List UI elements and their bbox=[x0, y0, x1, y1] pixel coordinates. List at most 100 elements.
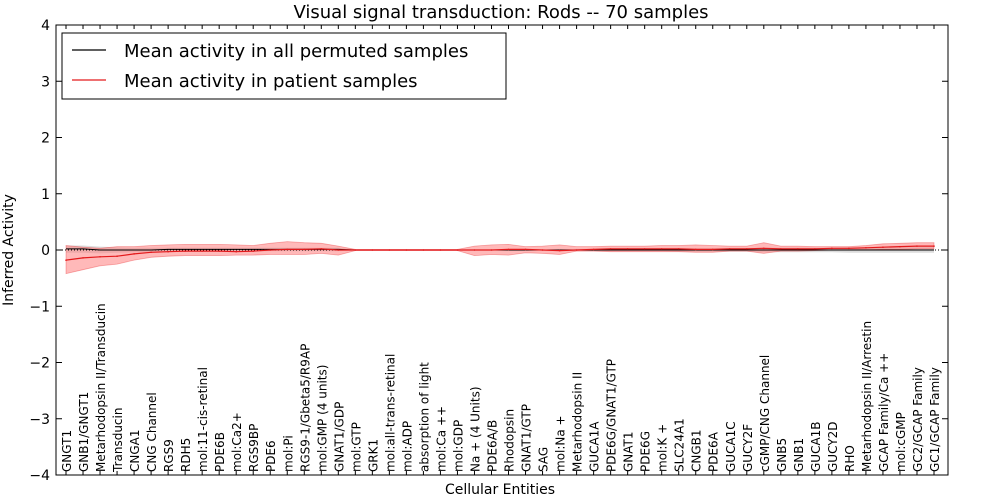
patient-data-point bbox=[916, 245, 918, 247]
patient-data-point bbox=[882, 246, 884, 248]
patient-data-point bbox=[558, 249, 561, 252]
y-tick-label: 2 bbox=[41, 131, 50, 147]
patient-data-point bbox=[320, 248, 323, 250]
patient-data-point bbox=[269, 249, 272, 251]
patient-data-point bbox=[439, 249, 442, 251]
y-tick-label: 1 bbox=[41, 187, 50, 203]
patient-data-point bbox=[252, 250, 255, 252]
x-category-label: PDE6A/B bbox=[486, 420, 500, 472]
patient-data-point bbox=[150, 251, 152, 254]
patient-data-point bbox=[711, 248, 714, 251]
patient-data-point bbox=[286, 248, 289, 251]
patient-data-point bbox=[780, 248, 782, 250]
plot-frame bbox=[55, 24, 949, 476]
x-category-label: GNAT1 bbox=[622, 431, 636, 472]
patient-data-point bbox=[677, 248, 680, 250]
x-category-label: CNGB1 bbox=[690, 429, 704, 472]
x-category-label: PDE6B bbox=[213, 432, 227, 472]
x-category-label: Transducin bbox=[111, 408, 125, 473]
patient-data-point bbox=[303, 248, 306, 251]
patient-data-point bbox=[456, 249, 459, 251]
x-category-label: cGMP/CNG Channel bbox=[758, 355, 772, 472]
patient-data-point bbox=[660, 248, 663, 250]
x-category-label: Na + (4 Units) bbox=[469, 386, 483, 472]
x-category-label: GUCA1A bbox=[588, 421, 602, 472]
x-category-label: GNAT1/GTP bbox=[520, 404, 534, 472]
x-category-label: Metarhodopsin II bbox=[571, 372, 585, 472]
x-category-label: RGS9BP bbox=[247, 424, 261, 472]
patient-data-point bbox=[728, 248, 731, 250]
patient-data-point bbox=[797, 248, 799, 250]
x-category-label: Rhodopsin bbox=[503, 409, 517, 472]
y-axis-label: Inferred Activity bbox=[1, 194, 17, 306]
patient-data-point bbox=[865, 246, 867, 249]
x-category-label: GNAT1/GDP bbox=[332, 402, 346, 472]
patient-data-point bbox=[848, 247, 850, 250]
patient-data-point bbox=[541, 249, 544, 251]
patient-data-point bbox=[490, 249, 493, 251]
x-category-label: mol:Na + bbox=[554, 415, 568, 472]
legend-label-patient: Mean activity in patient samples bbox=[124, 71, 418, 92]
patient-data-point bbox=[694, 248, 697, 251]
patient-mean-line bbox=[65, 245, 934, 261]
x-category-label: GUCY2F bbox=[741, 424, 755, 472]
x-category-label: Metarhodopsin II/Transducin bbox=[94, 303, 108, 472]
patient-data-point bbox=[354, 249, 357, 251]
chart-title: Visual signal transduction: Rods -- 70 s… bbox=[293, 2, 708, 23]
patient-data-point bbox=[814, 248, 816, 250]
patient-data-point bbox=[235, 250, 237, 253]
patient-data-point bbox=[473, 249, 476, 251]
patient-data-point bbox=[65, 259, 67, 261]
y-tick-label: 0 bbox=[41, 243, 50, 259]
patient-data-point bbox=[167, 250, 169, 253]
x-category-label: GNB1/GNGT1 bbox=[77, 392, 91, 472]
patient-data-point bbox=[184, 250, 186, 252]
x-category-label: mol:GTP bbox=[349, 422, 363, 472]
x-category-label: mol:Ca ++ bbox=[434, 406, 448, 472]
x-category-label: GUCA1B bbox=[809, 421, 823, 472]
x-category-label: RGS9 bbox=[162, 439, 176, 472]
series-lines bbox=[56, 245, 948, 261]
patient-data-point bbox=[626, 248, 629, 250]
x-category-label: GRK1 bbox=[366, 439, 380, 472]
y-tick-label: −3 bbox=[29, 412, 50, 428]
x-category-label: SLC24A1 bbox=[673, 418, 687, 472]
patient-data-point bbox=[422, 249, 425, 251]
x-category-label: GC2/GCAP Family bbox=[911, 367, 925, 472]
x-category-label: PDE6A bbox=[707, 431, 721, 472]
patient-data-point bbox=[899, 245, 901, 248]
y-tick-label: 4 bbox=[41, 18, 50, 34]
x-category-label: mol:Ca2+ bbox=[230, 412, 244, 472]
x-axis-ticks bbox=[65, 25, 935, 475]
patient-data-point bbox=[133, 253, 135, 255]
x-category-label: mol:all-trans-retinal bbox=[383, 354, 397, 472]
patient-data-point bbox=[116, 255, 118, 257]
patient-data-point bbox=[405, 249, 408, 251]
x-category-label: CNG Channel bbox=[145, 392, 159, 472]
x-category-label: mol:GMP (4 units) bbox=[315, 365, 329, 472]
x-category-label: mol:K + bbox=[656, 424, 670, 472]
x-category-label: PDE6G/GNAT1/GTP bbox=[605, 359, 619, 472]
patient-data-point bbox=[643, 248, 646, 250]
y-tick-label: −2 bbox=[29, 356, 50, 372]
x-category-label: mol:cGMP bbox=[894, 412, 908, 472]
x-category-label: GCAP Family/Ca ++ bbox=[877, 353, 891, 472]
x-category-label: mol:ADP bbox=[400, 421, 414, 472]
patient-data-point bbox=[99, 255, 101, 258]
legend: Mean activity in all permuted samples Me… bbox=[61, 32, 507, 100]
x-category-label: PDE6G bbox=[639, 431, 653, 472]
patient-data-point bbox=[933, 245, 935, 247]
legend-box bbox=[61, 32, 507, 100]
patient-data-point bbox=[831, 247, 833, 250]
patient-data-point bbox=[371, 249, 374, 251]
x-category-label: GNGT1 bbox=[60, 430, 74, 472]
x-category-label: absorption of light bbox=[417, 362, 431, 472]
patient-data-point bbox=[337, 249, 340, 251]
patient-data-point bbox=[82, 257, 84, 259]
patient-data-point bbox=[201, 250, 203, 252]
x-category-label: mol:Pi bbox=[281, 435, 295, 472]
x-category-label: RHO bbox=[843, 445, 857, 472]
